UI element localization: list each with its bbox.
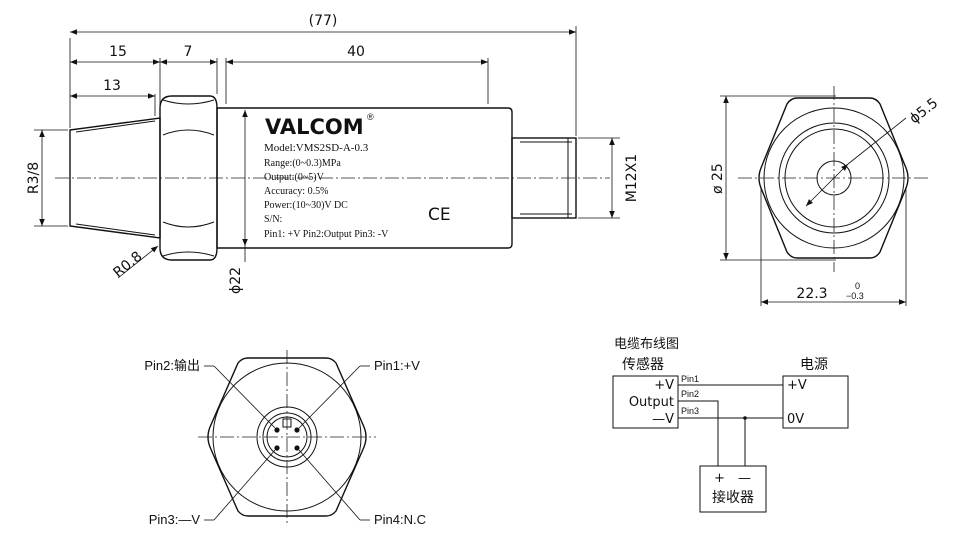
side-view: (77) 15 7 40 13 R3/8 R0.8 ϕ22 M12X1 VALC…: [26, 13, 640, 294]
face-view: ø 25 ϕ5.5 22.3 0 −0.3: [710, 86, 941, 306]
dim-face-dia: ø 25: [710, 163, 726, 194]
pin4-label: Pin4:N.C: [374, 512, 426, 527]
pin2-dot: [274, 427, 280, 433]
dim-thread: R3/8: [26, 162, 42, 194]
brand-logo: VALCOM: [265, 115, 364, 139]
pin4-dot: [294, 445, 300, 451]
label-output: Output:(0~5)V: [264, 172, 325, 183]
pin3-label: Pin3:—V: [149, 512, 201, 527]
sensor-plus-v: +V: [654, 378, 674, 393]
pin-view: Pin2:输出 Pin1:+V Pin3:—V Pin4:N.C: [144, 350, 426, 527]
sensor-minus-v: —V: [652, 412, 674, 427]
dim-overall: (77): [309, 13, 338, 29]
dim-hex-flats: 22.3: [796, 286, 827, 302]
hex-outline: [758, 97, 909, 259]
dim-connector-thread: M12X1: [624, 154, 640, 202]
dim-hole-dia: ϕ5.5: [907, 95, 942, 127]
sensor-output: Output: [629, 395, 674, 410]
power-box: [782, 375, 849, 429]
recv-plus: +: [714, 471, 725, 486]
label-model: Model:VMS2SD-A-0.3: [264, 142, 369, 154]
wire-pin1: Pin1: [681, 374, 699, 384]
dim-15: 15: [109, 44, 127, 60]
cylinder-body: [216, 107, 513, 249]
dim-radius: R0.8: [110, 249, 145, 282]
supply-zero: 0V: [787, 412, 804, 427]
supply-plus: +V: [787, 378, 807, 393]
brand-registered: ®: [367, 112, 374, 122]
wiring-diagram: 电缆布线图 传感器 电源 +V Output —V Pin1 Pin2 Pin3…: [612, 336, 849, 513]
dim-7: 7: [184, 44, 193, 60]
sensor-box: [612, 375, 679, 429]
junction-dot: [743, 416, 747, 420]
dim-13: 13: [103, 78, 121, 94]
label-sn: S/N:: [264, 214, 282, 225]
receiver-label: 接收器: [712, 489, 754, 506]
dim-tol-lower: −0.3: [846, 291, 864, 301]
sensor-title: 传感器: [622, 356, 664, 373]
recv-minus: —: [738, 471, 751, 486]
wiring-title: 电缆布线图: [614, 336, 679, 352]
wire-pin2: Pin2: [681, 389, 699, 399]
pin2-label: Pin2:输出: [144, 358, 200, 373]
receiver-box: [699, 465, 767, 513]
connector: [511, 137, 577, 219]
dim-tol-upper: 0: [855, 281, 860, 291]
dim-body-dia: ϕ22: [228, 267, 244, 294]
label-pins: Pin1: +V Pin2:Output Pin3: -V: [264, 229, 389, 240]
wire-pin2-line: [678, 400, 719, 466]
pin1-dot: [294, 427, 300, 433]
label-range: Range:(0~0.3)MPa: [264, 158, 341, 169]
dim-40: 40: [347, 44, 365, 60]
wire-pin3: Pin3: [681, 406, 699, 416]
label-accuracy: Accuracy: 0.5%: [264, 186, 328, 197]
ce-mark: CE: [428, 205, 451, 225]
pin-hex-outline: [207, 357, 367, 517]
label-power: Power:(10~30)V DC: [264, 200, 348, 211]
pin1-label: Pin1:+V: [374, 358, 420, 373]
power-title: 电源: [800, 357, 828, 373]
pin3-dot: [274, 445, 280, 451]
